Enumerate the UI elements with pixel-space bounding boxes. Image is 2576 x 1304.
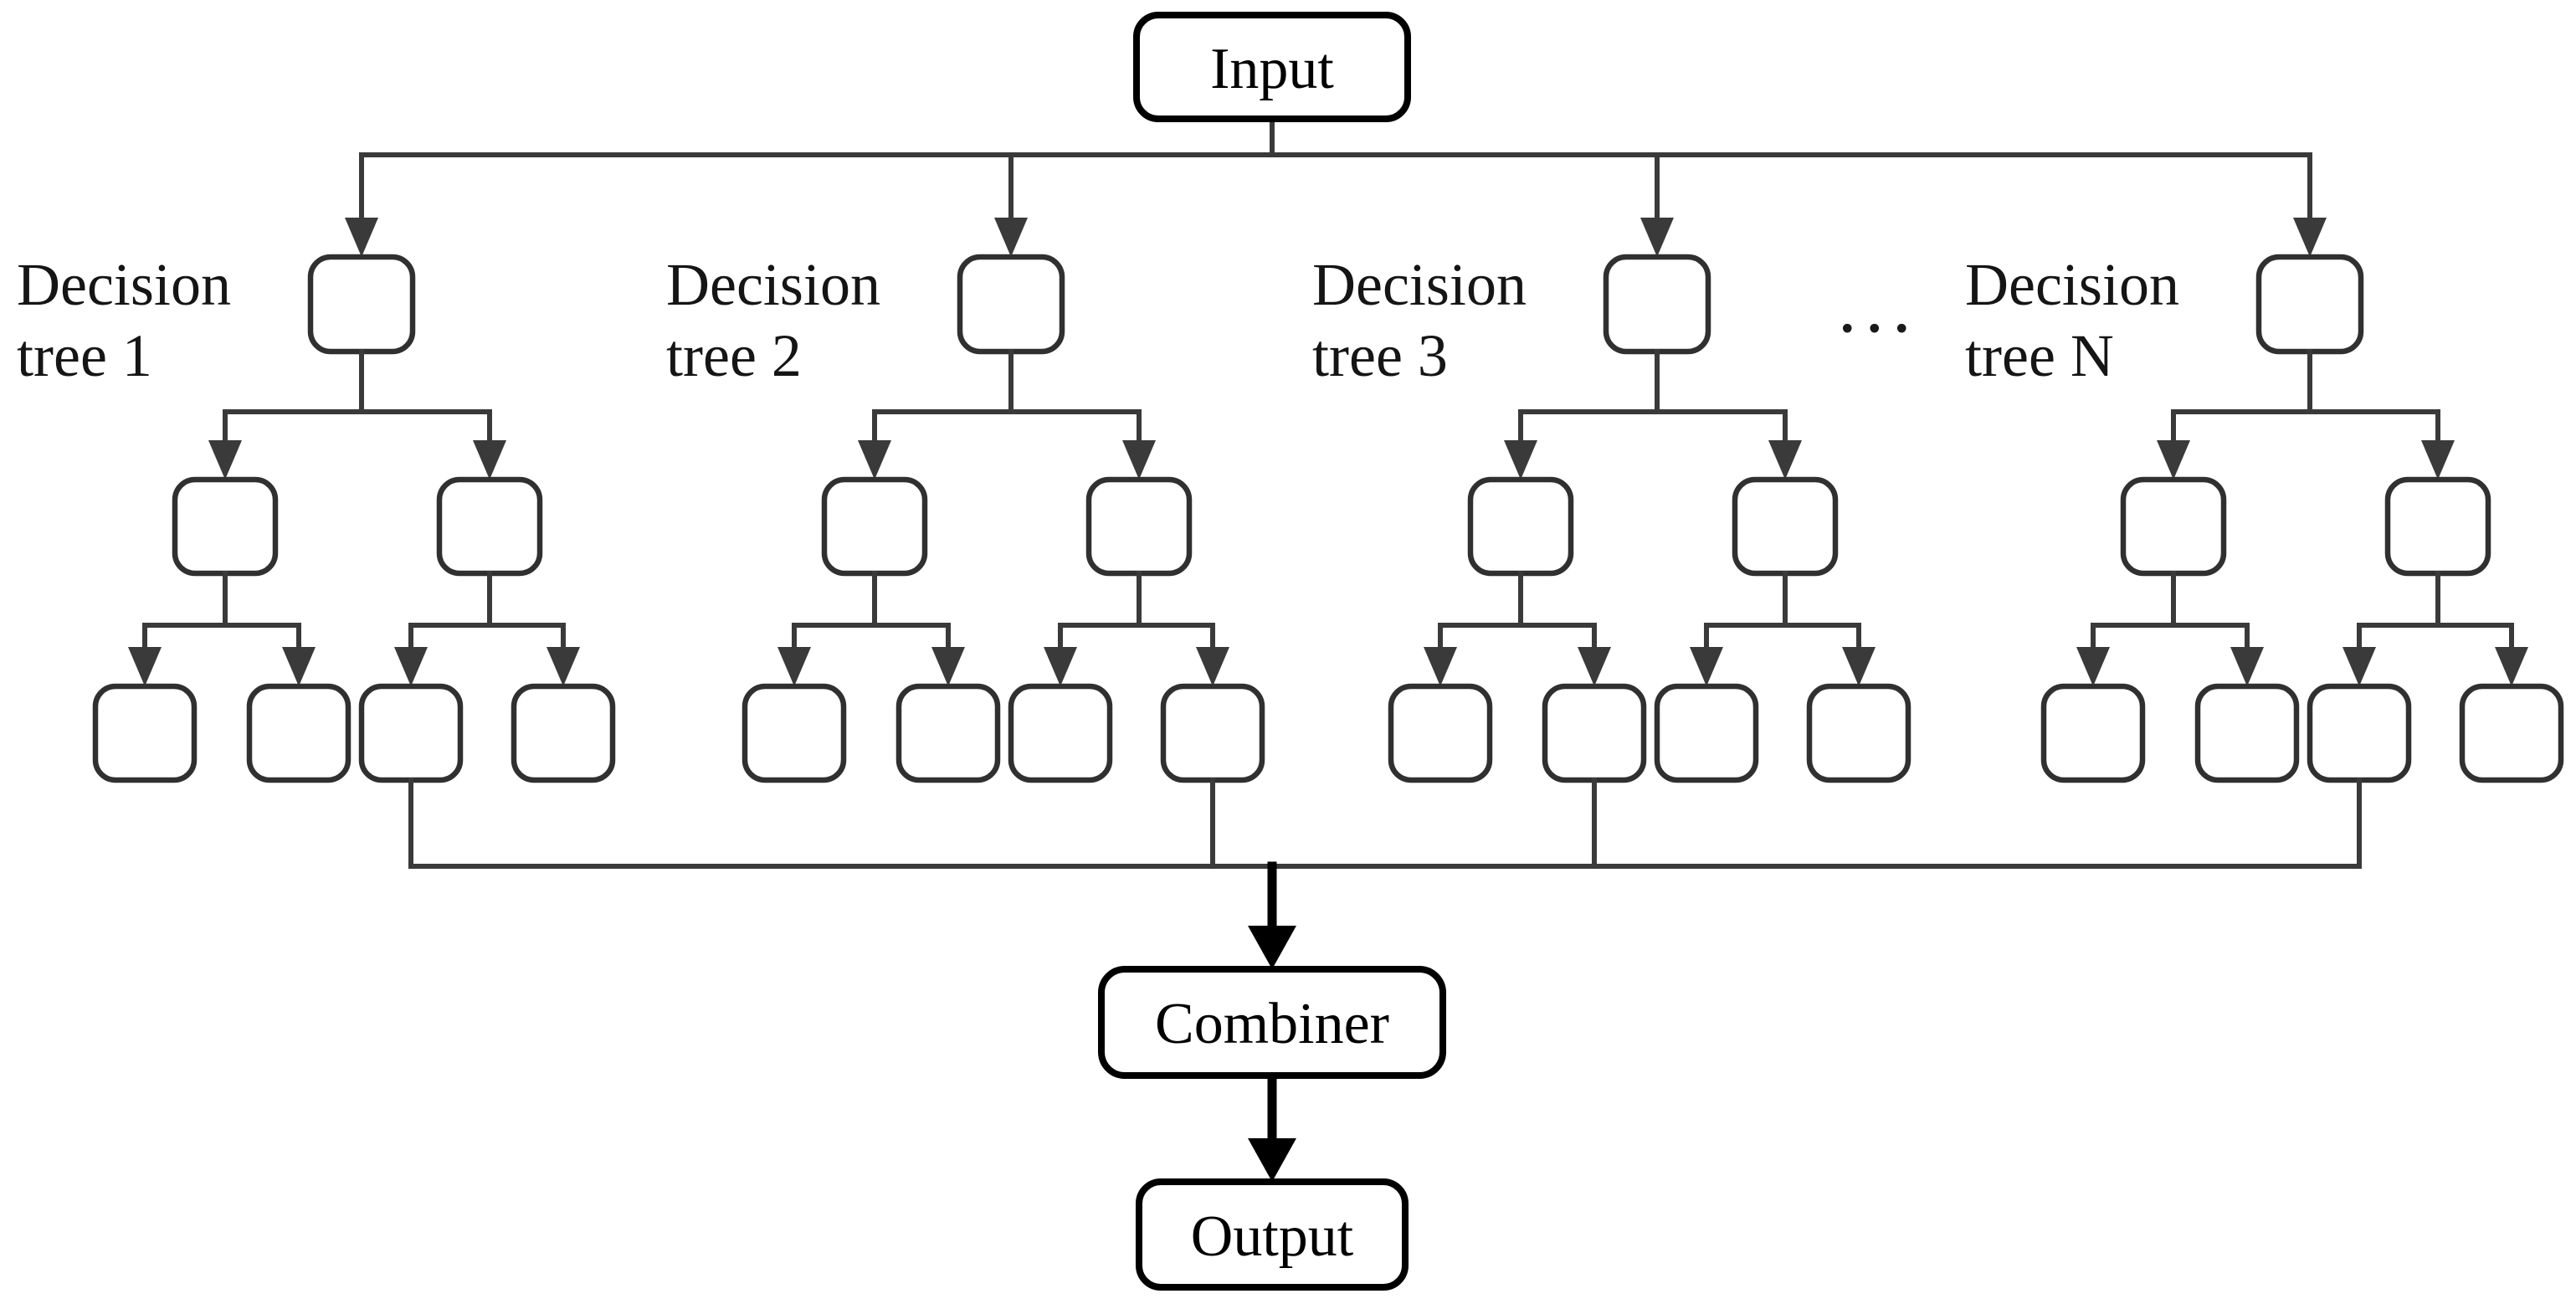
tree-3-leaf-split-line — [1704, 623, 1861, 651]
tree-4-root-node — [2255, 254, 2364, 355]
tree-1-leaf-node-4 — [511, 683, 616, 783]
tree-1-label-line-2: tree 1 — [17, 322, 152, 389]
tree-2-leaf-split-line — [792, 623, 951, 651]
tree-2-internal-node-left — [821, 476, 928, 577]
tree-1-root-split-line — [223, 409, 492, 443]
arrowhead-down-icon — [1248, 1138, 1296, 1182]
tree-3-leaf-node-1 — [1388, 683, 1493, 783]
arrowhead-down-icon — [1768, 440, 1802, 480]
arrowhead-down-icon — [394, 647, 428, 686]
arrowhead-down-icon — [994, 218, 1028, 257]
arrowhead-down-icon — [2343, 647, 2376, 686]
input-label: Input — [1210, 37, 1334, 101]
tree-2-label-line-1: Decision — [666, 251, 880, 318]
arrowhead-down-icon — [1504, 440, 1537, 480]
tree-1-root-node — [307, 254, 416, 355]
arrowhead-down-icon — [2421, 440, 2455, 480]
arrowhead-down-icon — [1248, 926, 1296, 969]
arrowhead-down-icon — [547, 647, 580, 686]
tree-1-label-line-1: Decision — [17, 251, 231, 318]
tree-3-leaf-node-4 — [1806, 683, 1911, 783]
trees-layer — [92, 152, 2564, 869]
tree-4-leaf-split-line — [2091, 623, 2250, 651]
arrowhead-down-icon — [777, 647, 811, 686]
connectors-layer — [359, 116, 2362, 1182]
tree-2-root-node — [957, 254, 1065, 355]
combiner-label: Combiner — [1155, 992, 1389, 1056]
tree-3-root-split-line — [1518, 409, 1788, 443]
arrowhead-down-icon — [931, 647, 965, 686]
tree-1-leaf-node-3 — [358, 683, 464, 783]
arrowhead-down-icon — [128, 647, 162, 686]
arrowhead-down-icon — [2495, 647, 2528, 686]
tree-1-internal-node-left — [172, 476, 279, 577]
tree-2-leaf-node-4 — [1160, 683, 1265, 783]
arrowhead-down-icon — [1424, 647, 1457, 686]
combiner-box — [1098, 966, 1446, 1079]
tree-1-leaf-split-line — [142, 623, 301, 651]
tree-1-group — [92, 152, 616, 869]
arrowhead-down-icon — [1842, 647, 1876, 686]
arrowhead-down-icon — [1196, 647, 1229, 686]
tree-4-label-line-1: Decision — [1965, 251, 2179, 318]
tree-2-leaf-node-3 — [1008, 683, 1113, 783]
tree-3-label-line-1: Decision — [1312, 251, 1527, 318]
tree-4-leaf-node-3 — [2307, 683, 2412, 783]
tree-3-root-node — [1603, 254, 1711, 355]
tree-2-leaf-node-1 — [741, 683, 847, 783]
tree-3-label-line-2: tree 3 — [1312, 322, 1448, 389]
arrowhead-down-icon — [345, 218, 378, 257]
tree-2-group — [741, 152, 1265, 869]
tree-4-leaf-node-1 — [2040, 683, 2146, 783]
tree-2-leaf-split-line — [1058, 623, 1215, 651]
tree-3-internal-node-left — [1467, 476, 1574, 577]
arrowhead-down-icon — [1640, 218, 1674, 257]
tree-3-leaf-node-3 — [1654, 683, 1759, 783]
arrowhead-down-icon — [858, 440, 891, 480]
tree-1-leaf-split-line — [408, 623, 566, 651]
tree-4-leaf-node-4 — [2459, 683, 2564, 783]
tree-2-internal-node-right — [1085, 476, 1193, 577]
ellipsis-dots: ... — [1838, 265, 1920, 348]
arrowhead-down-icon — [2293, 218, 2327, 257]
arrowhead-down-icon — [2076, 647, 2110, 686]
arrowhead-down-icon — [1690, 647, 1723, 686]
tree-3-leaf-split-line — [1438, 623, 1597, 651]
tree-4-internal-node-left — [2120, 476, 2227, 577]
tree-2-root-split-line — [872, 409, 1142, 443]
tree-1-leaf-node-1 — [92, 683, 198, 783]
tree-1-internal-node-right — [436, 476, 543, 577]
arrowhead-down-icon — [1044, 647, 1077, 686]
tree-4-root-split-line — [2171, 409, 2440, 443]
arrowhead-down-icon — [2230, 647, 2264, 686]
arrowhead-down-icon — [473, 440, 506, 480]
arrowhead-down-icon — [208, 440, 242, 480]
tree-4-leaf-node-2 — [2194, 683, 2300, 783]
tree-3-leaf-node-2 — [1542, 683, 1647, 783]
tree-4-internal-node-right — [2384, 476, 2491, 577]
arrowhead-down-icon — [2157, 440, 2190, 480]
tree-3-group — [1388, 152, 1911, 869]
tree-2-label-line-2: tree 2 — [666, 322, 802, 389]
tree-1-leaf-node-2 — [246, 683, 352, 783]
arrowhead-down-icon — [1578, 647, 1611, 686]
tree-4-leaf-split-line — [2357, 623, 2514, 651]
output-box — [1136, 1178, 1409, 1291]
tree-4-label-line-2: tree N — [1965, 322, 2114, 389]
tree-2-leaf-node-2 — [895, 683, 1001, 783]
input-box — [1133, 12, 1411, 122]
tree-4-group — [2040, 152, 2564, 869]
arrowhead-down-icon — [1122, 440, 1156, 480]
tree-3-internal-node-right — [1732, 476, 1839, 577]
arrowhead-down-icon — [282, 647, 316, 686]
output-label: Output — [1191, 1204, 1354, 1269]
